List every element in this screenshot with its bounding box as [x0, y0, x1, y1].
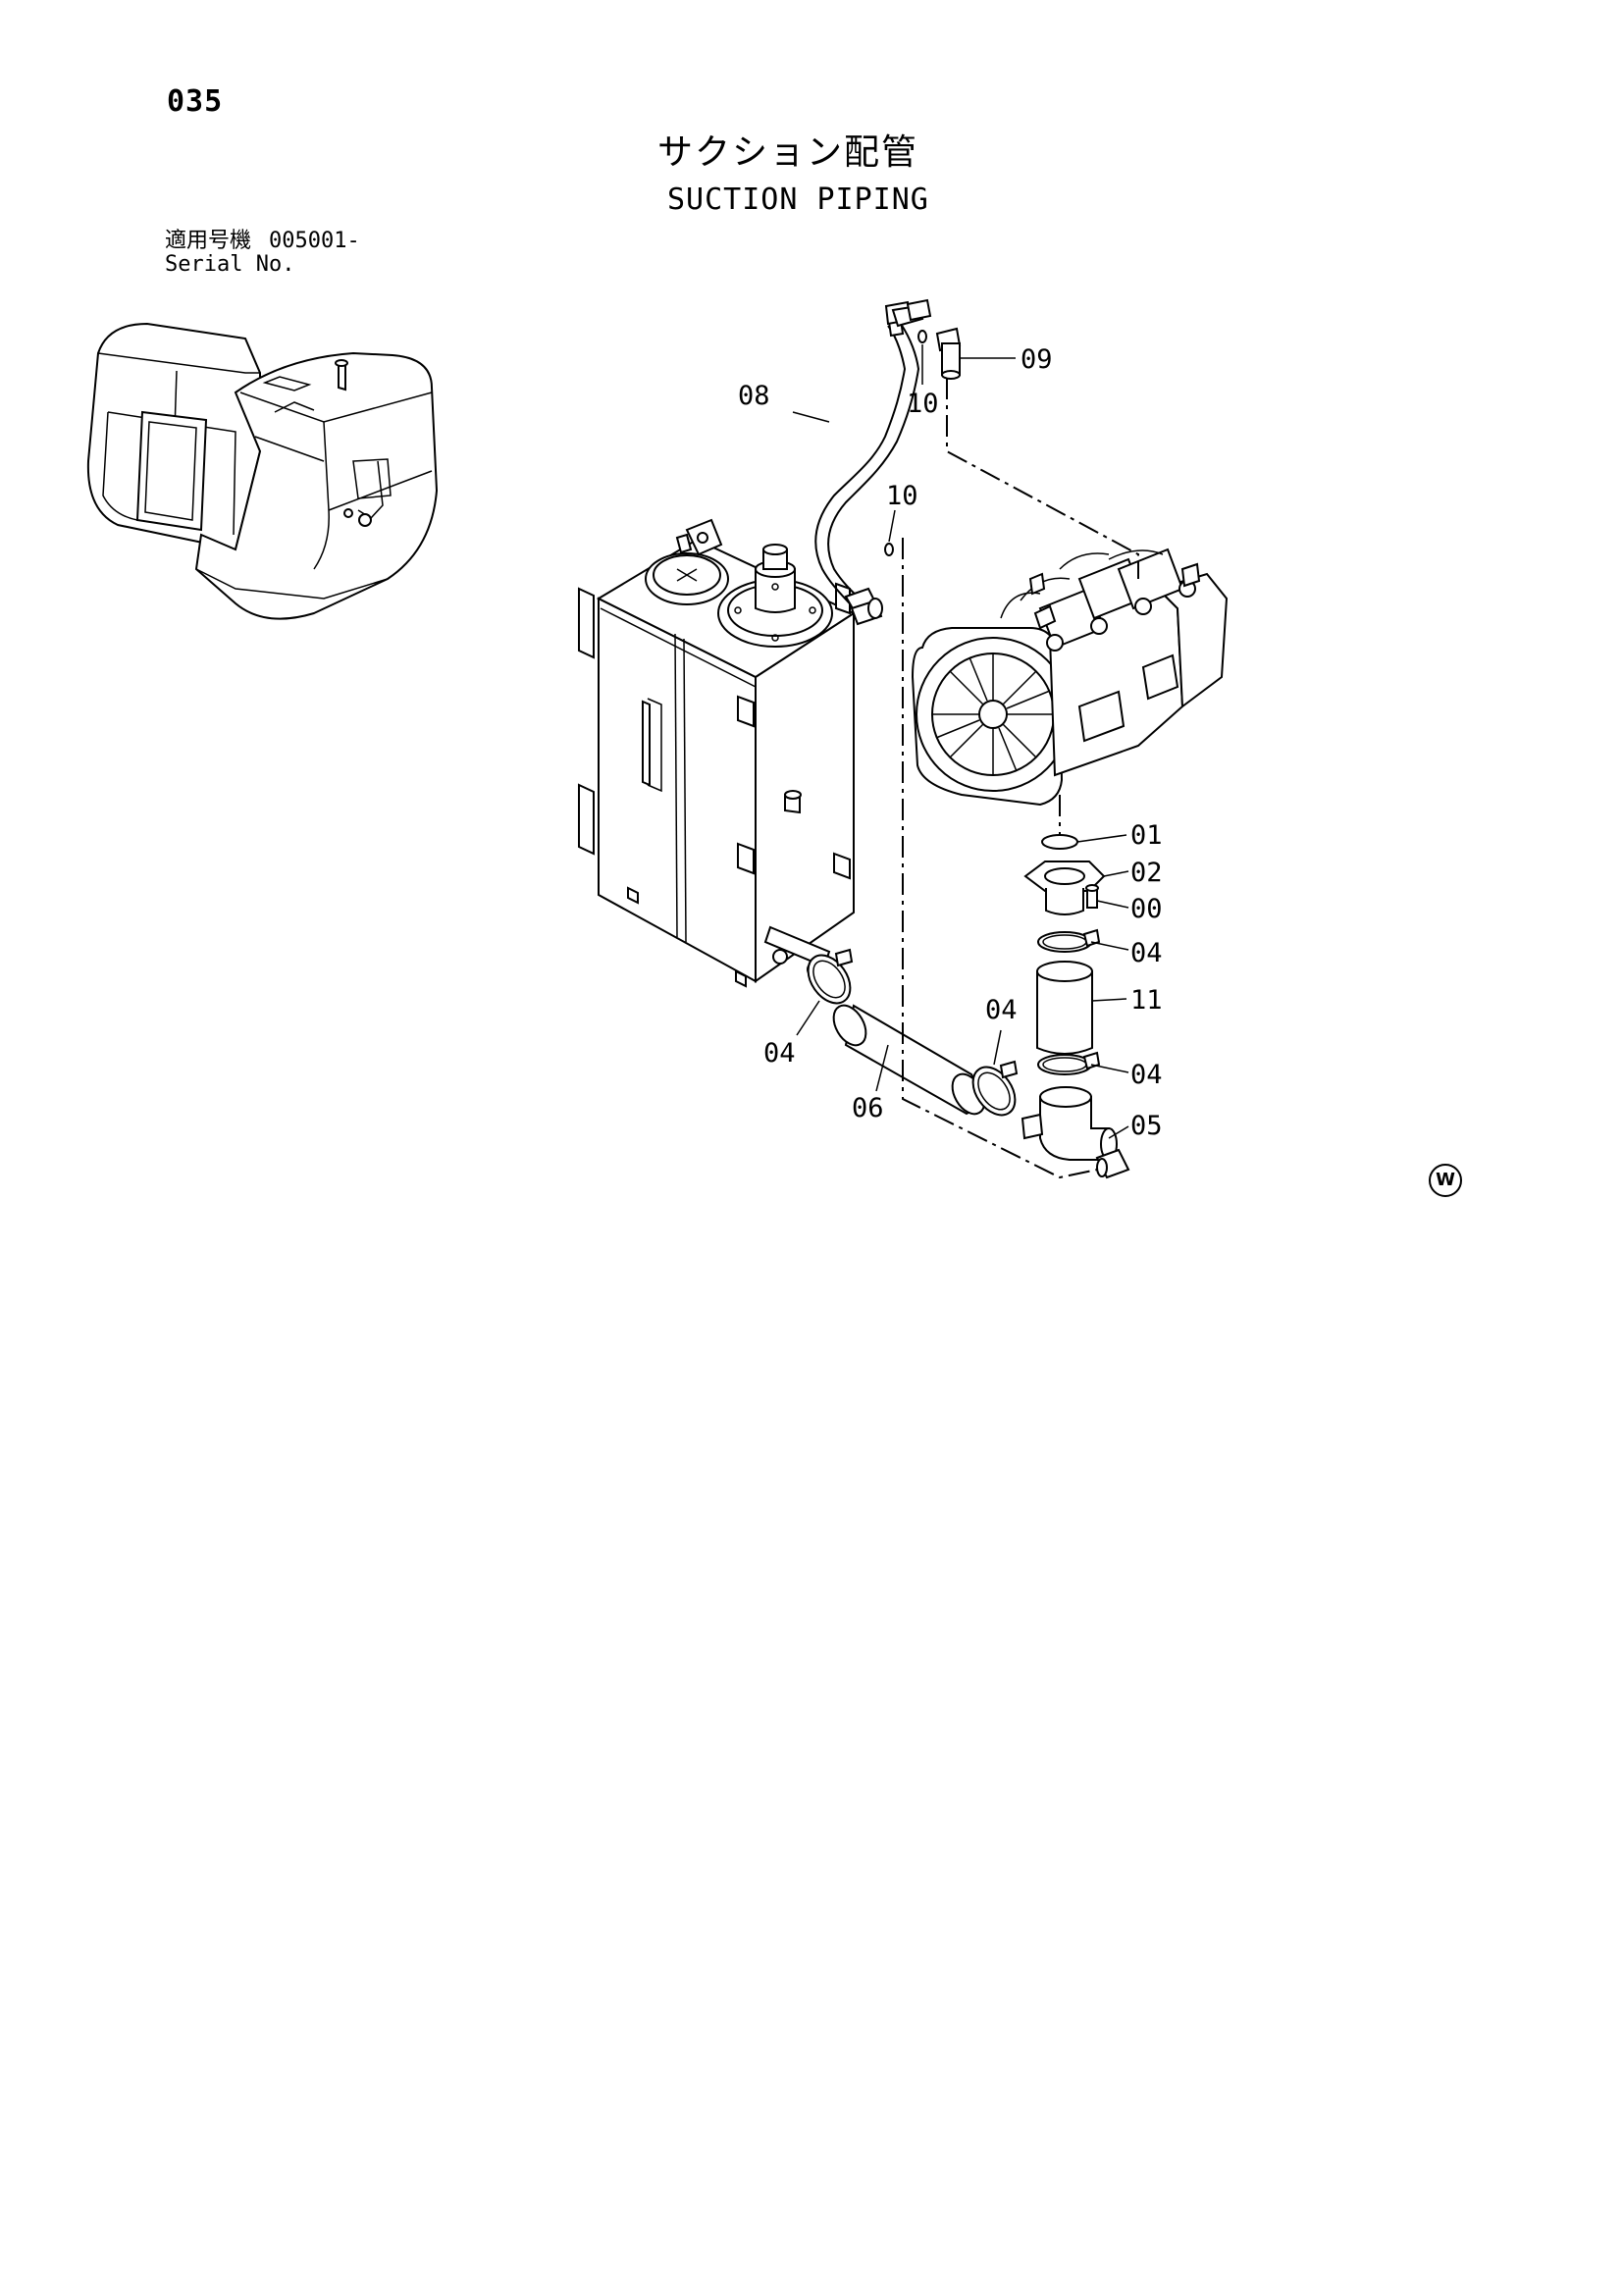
callout-04-clamp-bottom: 04: [1130, 1060, 1163, 1090]
o-ring-middle: [884, 543, 894, 556]
callout-00: 00: [1130, 894, 1163, 924]
routing-line-hose-to-elbow: [902, 538, 1098, 1179]
hose-clamp-bottom: [1037, 1051, 1101, 1075]
callout-04-clamp-top: 04: [1130, 938, 1163, 968]
suction-elbow: [1021, 1086, 1118, 1161]
drain-fitting: [1095, 1148, 1130, 1179]
serial-number-block: 適用号機 005001- Serial No.: [165, 230, 360, 277]
excavator-overview-thumbnail: [86, 322, 439, 620]
callout-06: 06: [852, 1093, 884, 1123]
flange-bolt: [1085, 884, 1099, 909]
elbow-fitting: [935, 327, 962, 380]
serial-value: 005001-: [269, 229, 360, 253]
routing-line-elbow-to-pump: [946, 378, 1139, 579]
callout-09: 09: [1021, 344, 1053, 375]
callout-04-center: 04: [985, 995, 1018, 1025]
hydraulic-oil-tank: [578, 518, 857, 988]
callout-10-top: 10: [907, 389, 939, 419]
hose-clamp-center: [971, 1060, 1019, 1117]
serial-label-japanese: 適用号機: [165, 229, 252, 253]
flange-adapter: [1023, 861, 1106, 915]
page-title-japanese: サクション配管: [657, 132, 919, 173]
callout-02: 02: [1130, 858, 1163, 888]
suction-hose-assembly: [814, 298, 932, 626]
serial-line-japanese: 適用号機 005001-: [165, 230, 360, 253]
callout-10-middle: 10: [886, 481, 918, 511]
leader-lines: [792, 344, 1129, 1139]
hose-clamp-top: [1037, 928, 1101, 953]
long-suction-tube: [832, 1004, 986, 1116]
callout-01: 01: [1130, 820, 1163, 851]
page-title-english: SUCTION PIPING: [667, 183, 929, 217]
manufacturer-w-mark: W: [1429, 1164, 1462, 1197]
page-number: 035: [167, 84, 224, 119]
callout-08: 08: [738, 381, 770, 411]
o-ring-top: [917, 330, 927, 343]
callout-04-tank: 04: [763, 1038, 796, 1069]
hose-clamp-tank: [807, 948, 854, 1005]
serial-label-english: Serial No.: [165, 252, 295, 277]
o-ring-flange: [1041, 834, 1078, 850]
callout-11: 11: [1130, 985, 1163, 1016]
short-suction-hose: [1036, 961, 1093, 1055]
callout-05: 05: [1130, 1111, 1163, 1141]
hydraulic-pump-assembly: [911, 548, 1229, 807]
